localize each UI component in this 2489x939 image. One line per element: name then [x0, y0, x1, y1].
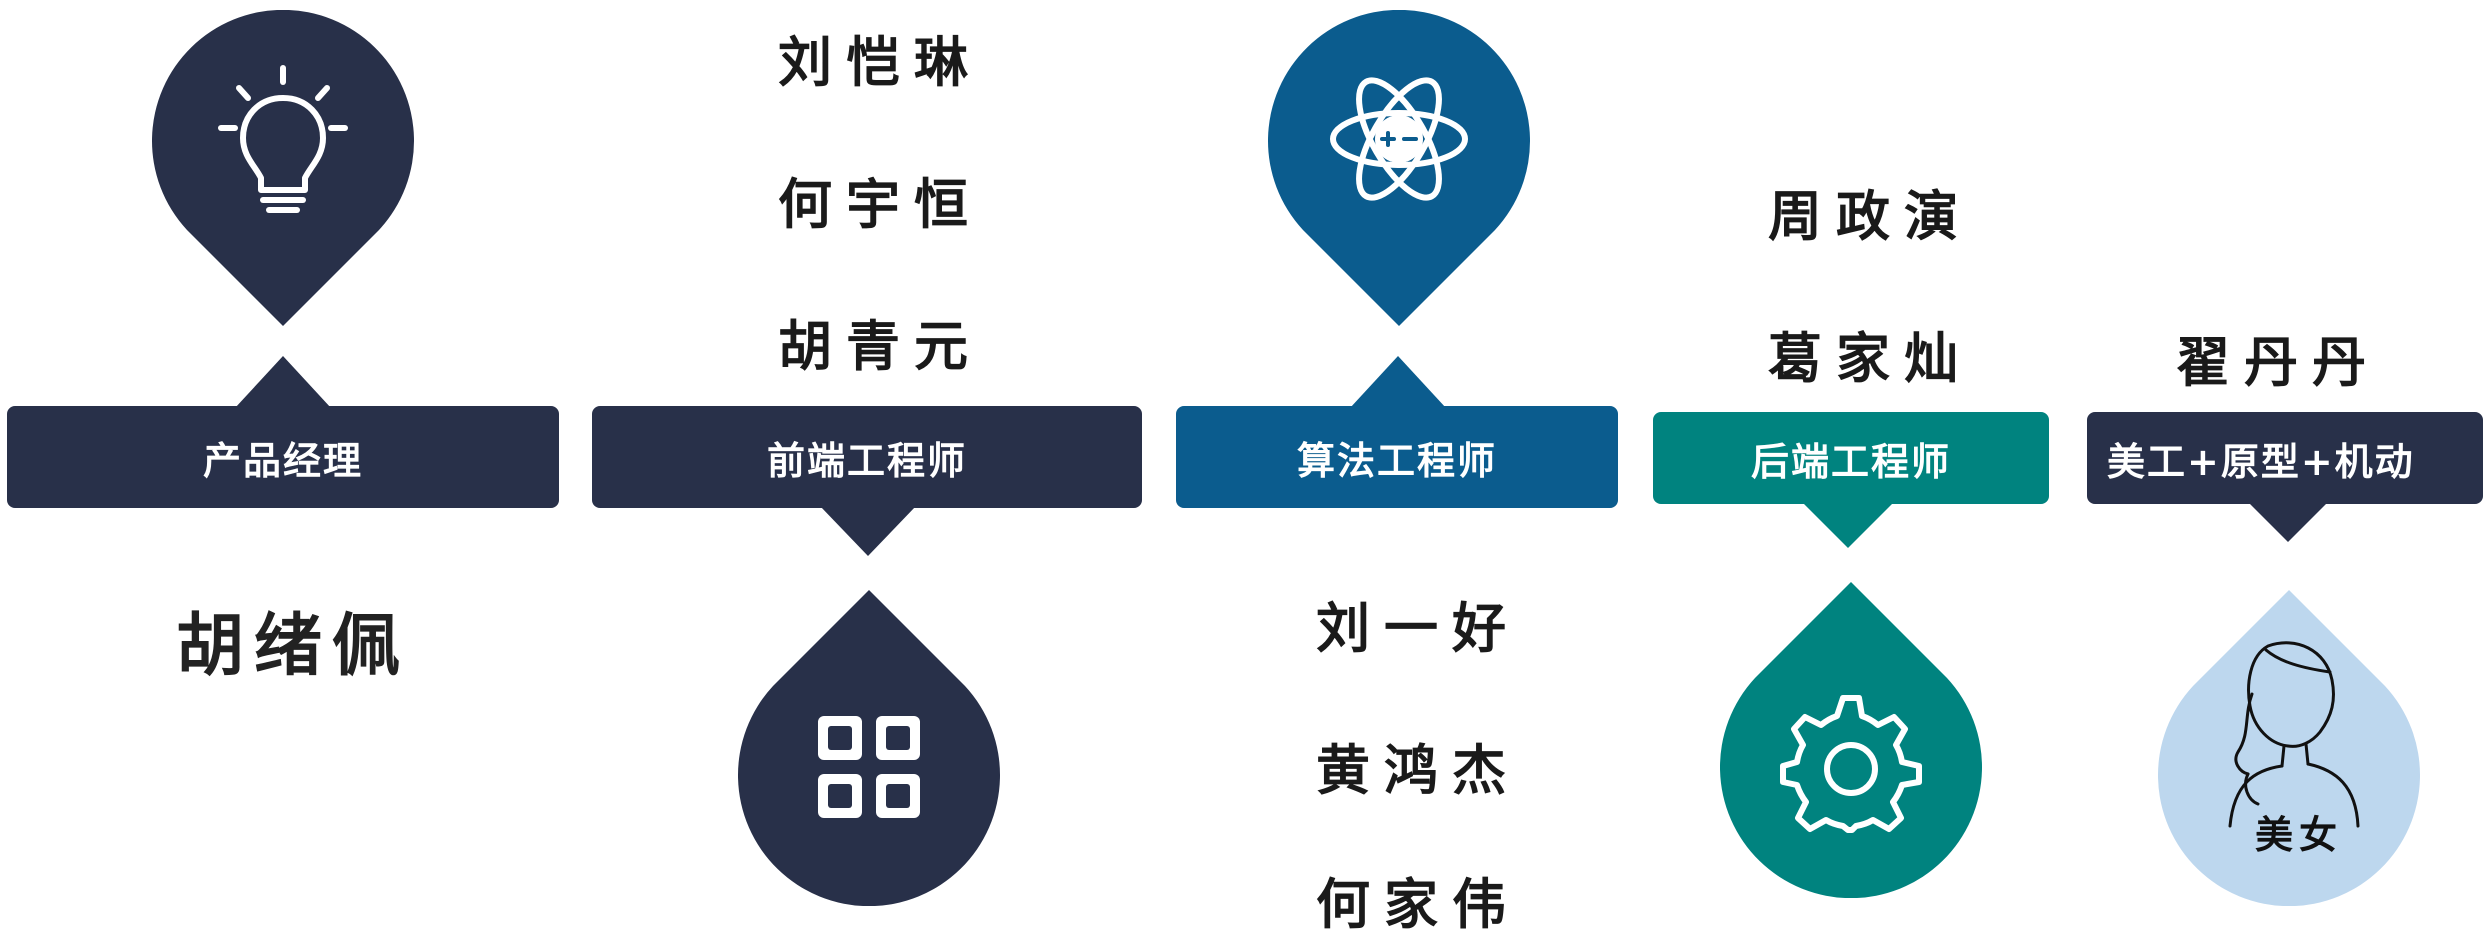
- role-label-design: 美工+原型+机动: [2087, 412, 2483, 504]
- role-label-algorithm: 算法工程师: [1176, 406, 1618, 508]
- connector-notch-up-product: [235, 356, 331, 408]
- member-name: 黄鸿杰: [1316, 738, 1520, 802]
- member-name: 周政演: [1768, 184, 1972, 248]
- member-name: 何宇恒: [778, 172, 982, 236]
- connector-notch-up-algorithm: [1350, 356, 1446, 408]
- role-label-backend: 后端工程师: [1653, 412, 2049, 504]
- role-pin-frontend: [738, 590, 1000, 906]
- role-pin-product-manager: [152, 10, 414, 326]
- lightbulb-icon: [218, 65, 348, 213]
- role-label-frontend: 前端工程师: [592, 406, 1142, 508]
- member-name: 刘一好: [1316, 596, 1520, 660]
- member-name: 何家伟: [1316, 872, 1520, 936]
- member-name: 葛家灿: [1768, 326, 1972, 390]
- atom-icon: [1330, 77, 1468, 201]
- role-pin-design: [2158, 590, 2420, 906]
- role-label-product-manager: 产品经理: [7, 406, 559, 508]
- member-name: 胡绪佩: [176, 606, 411, 686]
- role-pin-backend: [1720, 582, 1982, 898]
- portrait-caption: 美女: [2255, 812, 2344, 857]
- woman-portrait-icon: [2228, 641, 2360, 828]
- member-name: 刘恺琳: [778, 30, 982, 94]
- gear-icon: [1780, 695, 1922, 833]
- connector-notch-down-design: [2248, 502, 2328, 542]
- grid-apps-icon: [818, 716, 920, 818]
- member-name: 翟丹丹: [2176, 330, 2380, 394]
- connector-notch-down-backend: [1802, 502, 1894, 548]
- connector-notch-down-frontend: [820, 506, 916, 556]
- member-name: 胡青元: [778, 314, 982, 378]
